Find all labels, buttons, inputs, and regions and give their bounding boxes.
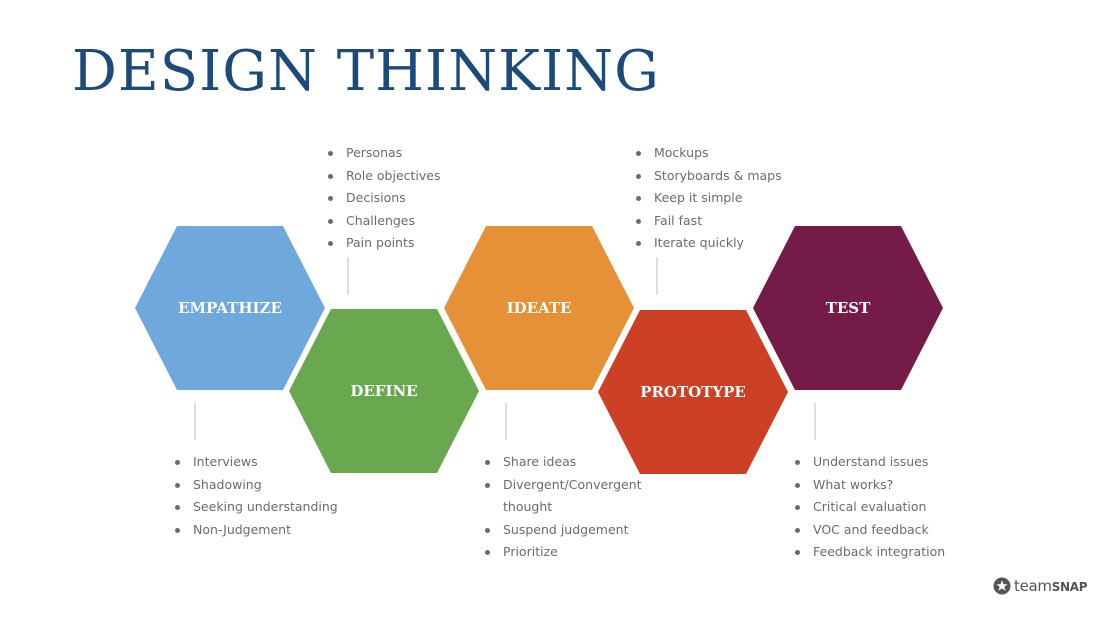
list-item: Seeking understanding — [175, 496, 338, 519]
hex-test: TEST — [753, 226, 943, 390]
test-activities: Understand issues What works? Critical e… — [795, 451, 945, 564]
star-badge-icon — [993, 577, 1011, 595]
list-item: Feedback integration — [795, 541, 945, 564]
list-item: Challenges — [328, 210, 441, 233]
ideate-activities: Share ideas Divergent/Convergent thought… — [485, 451, 642, 564]
hex-ideate: IDEATE — [444, 226, 634, 390]
hex-label-prototype: PROTOTYPE — [640, 383, 746, 401]
list-item: Shadowing — [175, 474, 338, 497]
list-item: Iterate quickly — [636, 232, 782, 255]
logo-text-light: team — [1014, 577, 1052, 595]
define-activities: Personas Role objectives Decisions Chall… — [328, 142, 441, 255]
page-title: DESIGN THINKING — [72, 39, 660, 104]
list-item: Personas — [328, 142, 441, 165]
teamsnap-logo: teamSNAP — [993, 576, 1088, 596]
list-item: Prioritize — [485, 541, 633, 564]
hex-prototype: PROTOTYPE — [598, 310, 788, 474]
hex-empathize: EMPATHIZE — [135, 226, 325, 390]
hex-label-ideate: IDEATE — [507, 299, 572, 317]
list-item: Non-Judgement — [175, 519, 338, 542]
logo-text: teamSNAP — [1014, 577, 1088, 595]
list-item: Critical evaluation — [795, 496, 945, 519]
hex-define: DEFINE — [289, 309, 479, 473]
logo-text-bold: SNAP — [1051, 580, 1088, 594]
prototype-activities: Mockups Storyboards & maps Keep it simpl… — [636, 142, 782, 255]
list-item: Suspend judgement — [485, 519, 633, 542]
list-item: Fail fast — [636, 210, 782, 233]
list-item: VOC and feedback — [795, 519, 945, 542]
hex-label-empathize: EMPATHIZE — [178, 299, 282, 317]
hex-label-define: DEFINE — [350, 382, 417, 400]
list-item: Understand issues — [795, 451, 945, 474]
list-item: Storyboards & maps — [636, 165, 782, 188]
list-item: Divergent/Convergent thought — [485, 474, 642, 519]
list-item: Keep it simple — [636, 187, 782, 210]
list-item: Decisions — [328, 187, 441, 210]
empathize-activities: Interviews Shadowing Seeking understandi… — [175, 451, 338, 541]
list-item: Role objectives — [328, 165, 441, 188]
list-item: Pain points — [328, 232, 441, 255]
hex-label-test: TEST — [826, 299, 871, 317]
list-item: Mockups — [636, 142, 782, 165]
list-item: Share ideas — [485, 451, 633, 474]
list-item: Interviews — [175, 451, 338, 474]
list-item: What works? — [795, 474, 945, 497]
